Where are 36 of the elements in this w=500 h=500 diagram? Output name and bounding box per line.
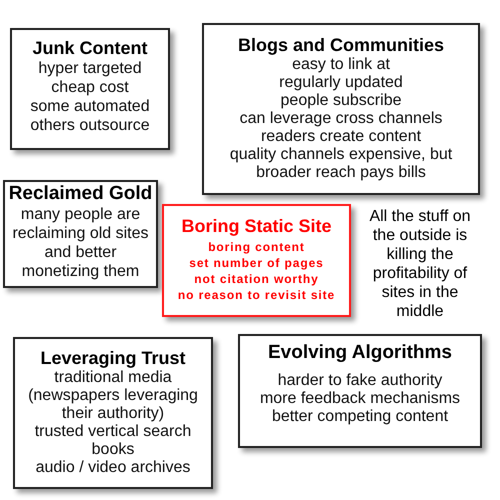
body-text: better competing content	[270, 408, 450, 426]
content-box	[202, 23, 480, 195]
box-heading: Boring Static Site	[180, 215, 333, 237]
box-heading: Reclaimed Gold	[8, 183, 153, 205]
box-heading: Blogs and Communities	[236, 34, 445, 56]
body-text: no reason to revisit site	[176, 287, 336, 303]
body-text: trusted vertical search	[34, 423, 192, 441]
body-text: people subscribe	[280, 92, 402, 110]
body-text: cheap cost	[50, 78, 130, 97]
body-text: traditional media	[53, 369, 173, 387]
body-text: easy to link at	[291, 56, 391, 74]
body-text: quality channels expensive, but broader reach pays bills	[228, 146, 454, 182]
body-text: boring content	[207, 239, 306, 255]
body-text: harder to fake authority	[276, 372, 444, 390]
body-text: can leverage cross channels	[238, 110, 444, 128]
content-box	[238, 334, 482, 448]
box-heading: Junk Content	[32, 37, 148, 59]
body-text: some automated	[29, 97, 151, 116]
content-box	[10, 28, 170, 150]
note-text: All the stuff on the outside is killing the profitability of sites in the middle	[368, 207, 472, 321]
box-heading: Leveraging Trust	[39, 347, 187, 369]
body-text: books	[90, 441, 136, 459]
body-text: set number of pages	[188, 255, 325, 271]
body-text: many people are reclaiming old sites and better monetizing them	[11, 205, 150, 281]
body-text: hyper targeted	[37, 59, 143, 78]
body-text: (newspapers leveraging their authority)	[27, 387, 199, 423]
body-text: others outsource	[29, 116, 151, 135]
content-box	[3, 180, 158, 288]
body-text: not citation worthy	[193, 271, 320, 287]
box-heading: Evolving Algorithms	[266, 342, 454, 364]
body-text: more feedback mechanisms	[258, 390, 462, 408]
body-text: audio / video archives	[34, 459, 192, 477]
content-box	[13, 337, 213, 489]
body-text: regularly updated	[278, 74, 404, 92]
body-text: readers create content	[260, 128, 422, 146]
content-box	[162, 204, 351, 317]
